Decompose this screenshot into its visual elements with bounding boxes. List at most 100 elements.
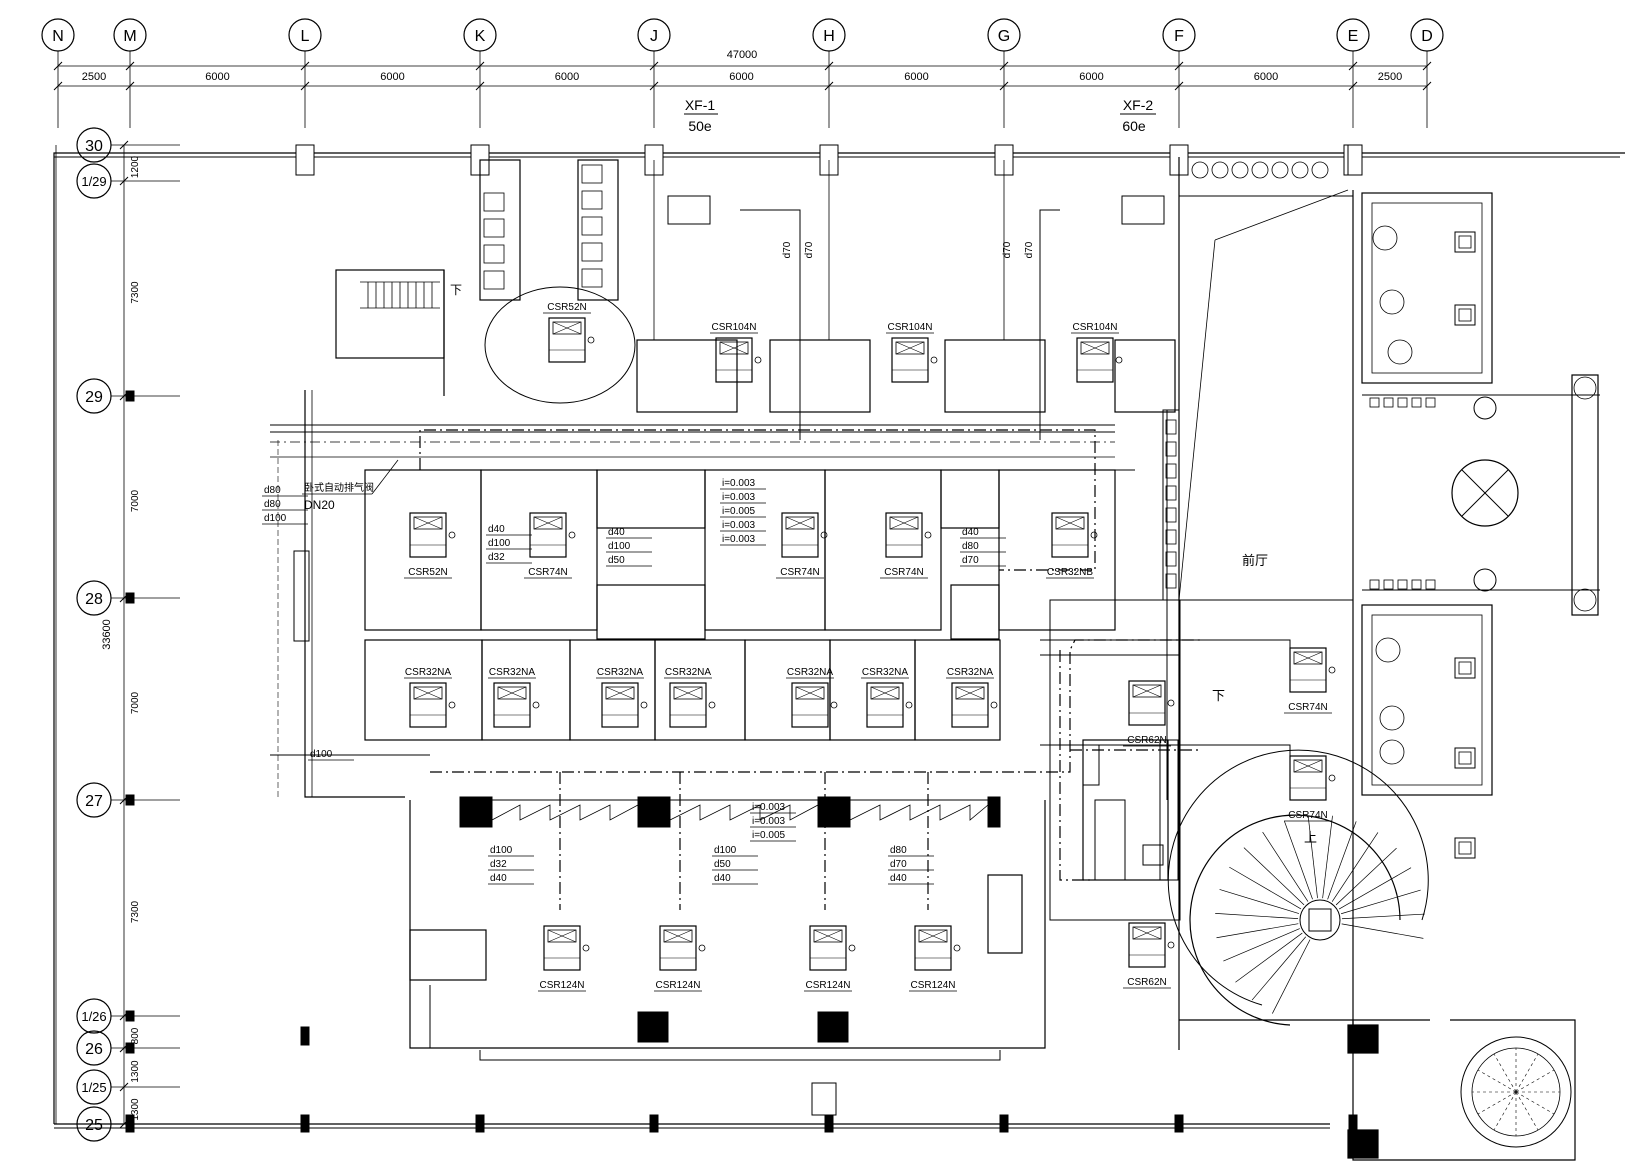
bollard — [1411, 397, 1422, 408]
dimension-text: 47000 — [727, 49, 758, 61]
hvac-unit-body — [1289, 647, 1327, 693]
fan-value: 50e — [688, 118, 712, 134]
plan-polyline — [479, 1050, 1001, 1061]
equipment-box — [1121, 195, 1165, 225]
plan-linework — [53, 144, 1625, 1161]
counter — [987, 874, 1023, 954]
hvac-unit-label: CSR104N — [711, 322, 756, 333]
hvac-valve — [1328, 666, 1336, 674]
hvac-valve — [708, 701, 716, 709]
hvac-unit-grille — [1293, 759, 1323, 773]
dn-label: DN20 — [304, 498, 335, 512]
dimension-tick — [1174, 81, 1184, 91]
row-axis-label: 1/25 — [81, 1080, 106, 1095]
row-axis-30: 30 — [76, 127, 180, 163]
lamp-symbol — [1473, 568, 1497, 592]
hvac-valve — [568, 531, 576, 539]
lobby-label: 前厅 — [1242, 553, 1268, 568]
hvac-unit: CSR74N — [776, 512, 828, 579]
dimension-tick — [119, 391, 129, 401]
column-axis-label: E — [1348, 28, 1359, 45]
plan-polyline — [409, 800, 1046, 1049]
row-axis-29: 29 — [76, 378, 180, 414]
hvac-valve — [930, 356, 938, 364]
vent-valve-note: 卧式自动排气阀 DN20 — [302, 459, 399, 512]
plan-polyline — [669, 804, 819, 821]
hvac-unit-body — [1128, 922, 1166, 968]
stair-tread — [1223, 928, 1300, 962]
hvac-unit-grille — [1055, 516, 1085, 530]
dimension-tick — [475, 81, 485, 91]
dimension-tick — [824, 61, 834, 71]
hvac-valve — [754, 356, 762, 364]
room — [1114, 339, 1176, 413]
pipe-note: d70 — [804, 241, 815, 258]
hvac-unit-label: CSR32NA — [489, 667, 535, 678]
row-axis-28: 28 — [76, 580, 180, 616]
hvac-unit-label: CSR32NB — [1047, 567, 1093, 578]
fan-id: XF-1 — [685, 97, 716, 113]
hvac-valve — [1090, 531, 1098, 539]
hvac-unit-label: CSR74N — [528, 567, 567, 578]
plan-line — [413, 516, 443, 530]
hvac-unit: CSR52N — [404, 512, 456, 579]
vent-valve-label: 卧式自动排气阀 — [304, 481, 374, 494]
dimension-tick — [824, 81, 834, 91]
stair-tread — [1338, 867, 1412, 910]
wall-hatch-cell — [1165, 485, 1177, 501]
pipe-note-text: d70 — [782, 241, 793, 258]
row-axis-label: 1/26 — [81, 1009, 106, 1024]
fan-symbol — [1211, 161, 1229, 179]
hvac-unit: CSR104N — [1071, 322, 1123, 383]
bollard — [1425, 397, 1436, 408]
dimension-text: 6000 — [1254, 71, 1278, 83]
hvac-unit: CSR104N — [886, 322, 938, 383]
plan-line — [547, 929, 577, 943]
pipe-note-text: i=0.003 — [752, 816, 786, 827]
plant-symbol — [1379, 289, 1405, 315]
hvac-unit-grille — [870, 686, 900, 700]
room — [944, 339, 1046, 413]
fixture-square — [1454, 747, 1476, 769]
plan-polyline — [1214, 189, 1349, 241]
wall-hatch-cell — [1165, 507, 1177, 523]
fixture-square — [1458, 841, 1472, 855]
row-axis-label: 28 — [85, 591, 103, 608]
dimension-text: 1200 — [130, 155, 141, 178]
hvac-unit-body — [1289, 755, 1327, 801]
plan-line — [870, 686, 900, 700]
hvac-unit: CSR74N — [880, 512, 932, 579]
stair-tread — [1515, 1091, 1555, 1115]
column-axis-l: L — [288, 18, 322, 128]
hvac-unit-body — [866, 682, 904, 728]
hvac-unit-grille — [1080, 341, 1110, 355]
dimension-tick — [119, 176, 129, 186]
round-room — [484, 286, 636, 404]
hvac-unit-label: CSR32NA — [787, 667, 833, 678]
wall-hatch — [1162, 409, 1180, 601]
hvac-valve — [905, 701, 913, 709]
column-axis-j: J — [637, 18, 671, 128]
supply-pipe — [740, 209, 801, 440]
toilet-fixture — [581, 216, 603, 236]
pipe-note: d70 — [1002, 241, 1013, 258]
column-axis-e: E — [1336, 18, 1370, 128]
fixture-square — [1458, 661, 1472, 675]
plan-line — [673, 686, 703, 700]
fan-symbol — [1191, 161, 1209, 179]
hvac-unit: CSR32NA — [596, 667, 648, 728]
hvac-unit: CSR124N — [909, 925, 961, 992]
dimension-tick — [53, 61, 63, 71]
pipe-note-text: d50 — [608, 555, 625, 566]
plan-line — [1132, 926, 1162, 940]
plan-line — [605, 686, 635, 700]
pipe-note-text: d100 — [310, 749, 333, 760]
column-axis-h: H — [812, 18, 846, 128]
planter-bay — [1361, 604, 1493, 796]
column-axis-label: F — [1174, 28, 1184, 45]
pipe-note-text: i=0.003 — [752, 802, 786, 813]
wall-hatch — [1082, 744, 1100, 786]
fan-value: 60e — [1122, 118, 1146, 134]
wall-hatch-cell — [1165, 463, 1177, 479]
